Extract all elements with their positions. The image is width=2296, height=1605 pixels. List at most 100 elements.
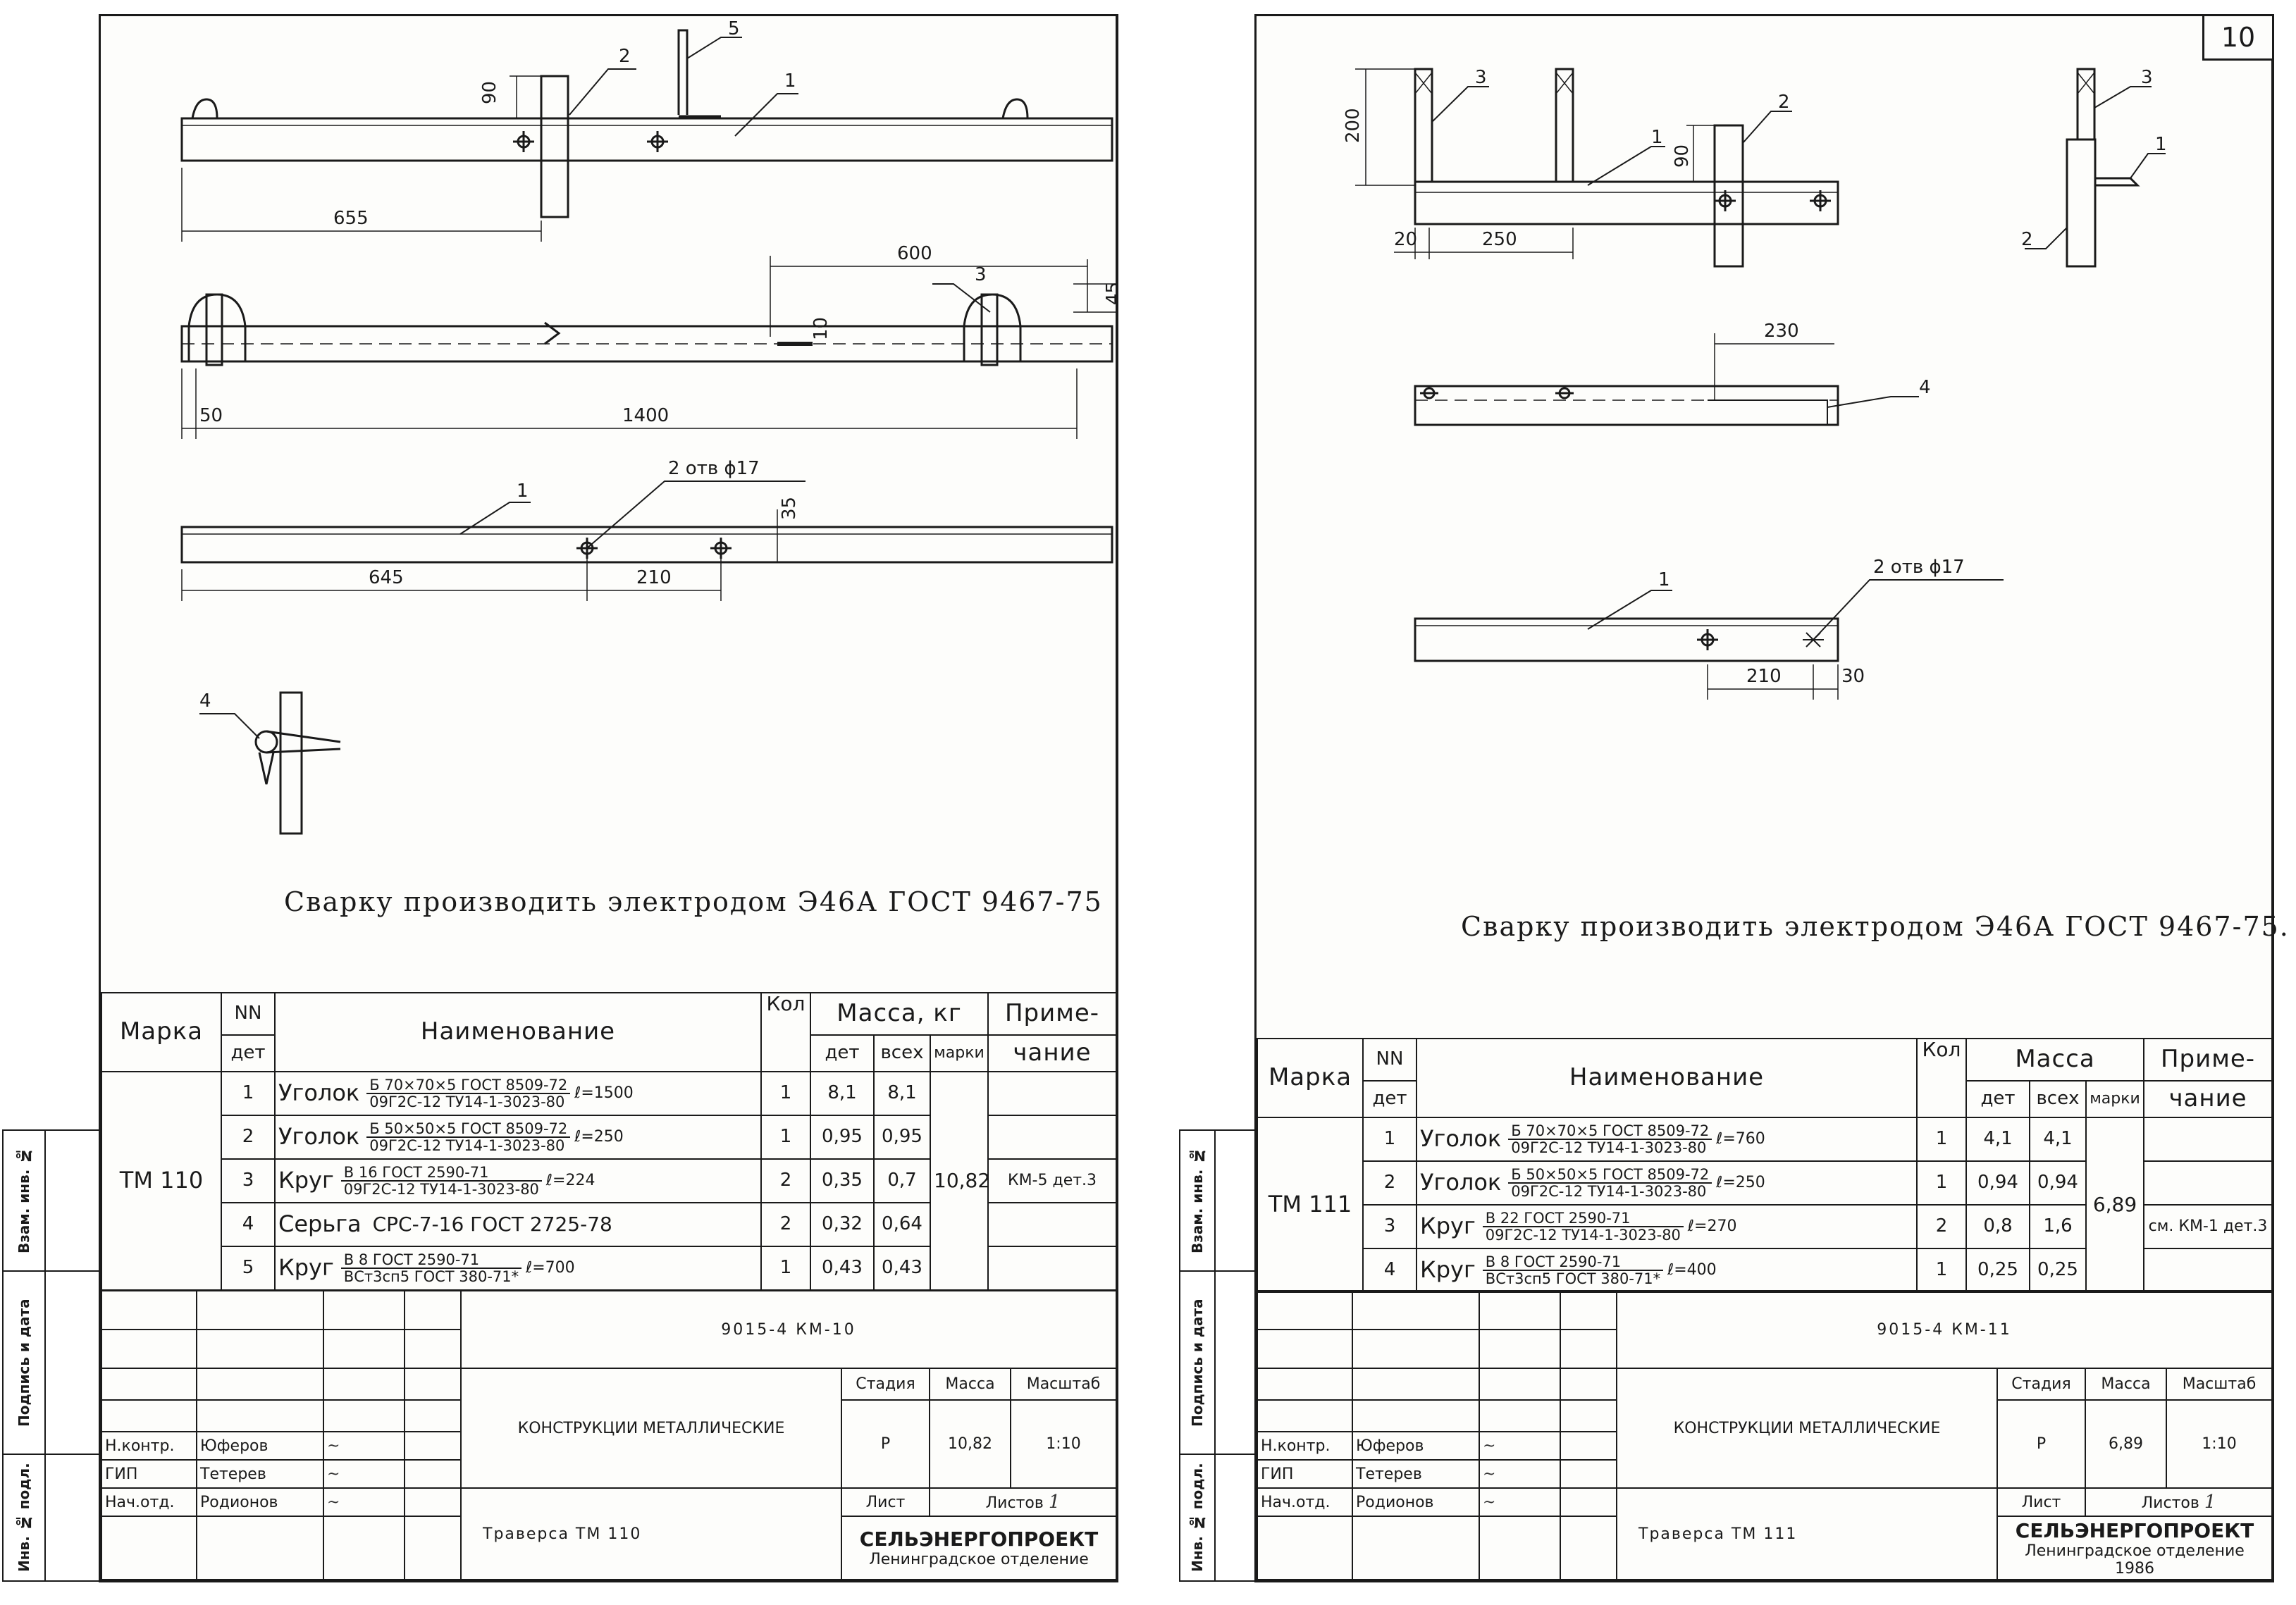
col-note: Приме- (2143, 1038, 2273, 1082)
row-qty: 1 (1916, 1117, 1967, 1162)
view-side (1355, 68, 2166, 268)
row-qty: 2 (760, 1202, 811, 1247)
row-all: 8,1 (873, 1071, 931, 1116)
sidebar-stamp: Взам. инв. № Подпись и дата Инв. № подл. (2, 1129, 102, 1582)
row-qty: 2 (1916, 1204, 1967, 1249)
dim-35: 35 (779, 497, 800, 520)
dim-200: 200 (1343, 108, 1364, 143)
staff-role: ГИП (1257, 1459, 1353, 1489)
row-n: 1 (1362, 1117, 1417, 1162)
col-note2: чание (2143, 1080, 2273, 1118)
callout-1: 1 (1651, 127, 1663, 148)
view-angle (180, 481, 1113, 601)
row-n: 2 (1362, 1160, 1417, 1206)
row-note (2143, 1248, 2273, 1293)
row-det: 0,43 (810, 1246, 875, 1291)
staff-name: Юферов (196, 1431, 324, 1461)
signature: ~ (323, 1459, 405, 1489)
signature: ~ (1479, 1431, 1561, 1461)
dim-50: 50 (199, 405, 223, 426)
row-det: 0,94 (1965, 1160, 2030, 1206)
view-side (180, 29, 1113, 242)
drawing-name: Траверса ТМ 111 (1616, 1487, 1998, 1580)
doc-number: 9015-4 КМ-11 (1615, 1290, 2273, 1369)
row-qty: 2 (760, 1158, 811, 1203)
row-all: 0,7 (873, 1158, 931, 1203)
dim-90: 90 (479, 81, 500, 104)
sidebar-inv: Взам. инв. № (1180, 1130, 1215, 1271)
signature: ~ (323, 1431, 405, 1461)
sidebar-sign: Подпись и дата (3, 1271, 45, 1454)
row-note: см. КМ-1 дет.3 (2143, 1204, 2273, 1249)
col-m-mark: марки (2085, 1080, 2145, 1118)
col-m-det: дет (810, 1034, 875, 1072)
col-m-det: дет (1965, 1080, 2030, 1118)
row-all: 0,94 (2029, 1160, 2087, 1206)
mass-label: Масса (2085, 1368, 2167, 1401)
row-qty: 1 (760, 1071, 811, 1116)
col-note: Приме- (987, 992, 1117, 1036)
sidebar-inv: Взам. инв. № (3, 1130, 45, 1271)
staff-name: Родионов (196, 1487, 324, 1517)
col-mark: Марка (1257, 1038, 1364, 1118)
staff-role: Н.контр. (101, 1431, 197, 1461)
callout-2: 2 (619, 46, 631, 67)
row-n: 4 (221, 1202, 276, 1247)
row-qty: 1 (1916, 1248, 1967, 1293)
dim-210: 210 (636, 567, 672, 588)
mass-value: 6,89 (2085, 1399, 2167, 1489)
callout-3-side: 3 (2141, 67, 2153, 88)
callout-1b: 1 (517, 481, 529, 502)
sheet-number: 10 (2202, 14, 2274, 61)
row-note (987, 1246, 1117, 1291)
view-plan (180, 256, 1116, 439)
mass-value: 10,82 (929, 1399, 1011, 1489)
staff-role: ГИП (101, 1459, 197, 1489)
staff-role: Н.контр. (1257, 1431, 1353, 1461)
row-note (2143, 1160, 2273, 1206)
callout-4: 4 (199, 690, 211, 712)
row-note (2143, 1117, 2273, 1162)
row-det: 0,8 (1965, 1204, 2030, 1249)
col-note2: чание (987, 1034, 1117, 1072)
dim-90: 90 (1672, 144, 1693, 168)
view-plan (1414, 333, 1919, 426)
scale-value: 1:10 (1009, 1399, 1118, 1489)
callout-1b: 1 (1658, 569, 1670, 590)
row-note (987, 1115, 1117, 1160)
hole-note: 2 отв ϕ17 (668, 458, 760, 479)
col-det: дет (221, 1034, 276, 1072)
sheets-cell: Листов 1 (928, 1487, 1118, 1517)
col-nn: NN (1362, 1038, 1417, 1082)
callout-1: 1 (784, 70, 796, 92)
detail-4 (199, 691, 341, 835)
dim-230: 230 (1764, 321, 1799, 342)
welding-note: Сварку производить электродом Э46А ГОСТ … (284, 886, 1103, 917)
row-note: КМ-5 дет.3 (987, 1158, 1117, 1203)
dim-1400: 1400 (622, 405, 669, 426)
dim-600: 600 (897, 243, 932, 264)
stage-label: Стадия (841, 1368, 930, 1401)
staff-name: Тетерев (1352, 1459, 1480, 1489)
row-n: 5 (221, 1246, 276, 1291)
mark-mass: 10,82 (930, 1071, 990, 1291)
callout-2-side: 2 (2021, 229, 2033, 250)
row-all: 0,43 (873, 1246, 931, 1291)
staff-name: Тетерев (196, 1459, 324, 1489)
col-qty: Кол (1916, 1038, 1967, 1118)
callout-2: 2 (1778, 92, 1790, 113)
sheet-km-11: 10 (1180, 14, 2288, 1582)
col-mass: Масса (1965, 1038, 2145, 1082)
scale-value: 1:10 (2165, 1399, 2273, 1489)
row-det: 0,35 (810, 1158, 875, 1203)
mark-cell: ТМ 110 (101, 1071, 222, 1291)
row-qty: 1 (1916, 1160, 1967, 1206)
